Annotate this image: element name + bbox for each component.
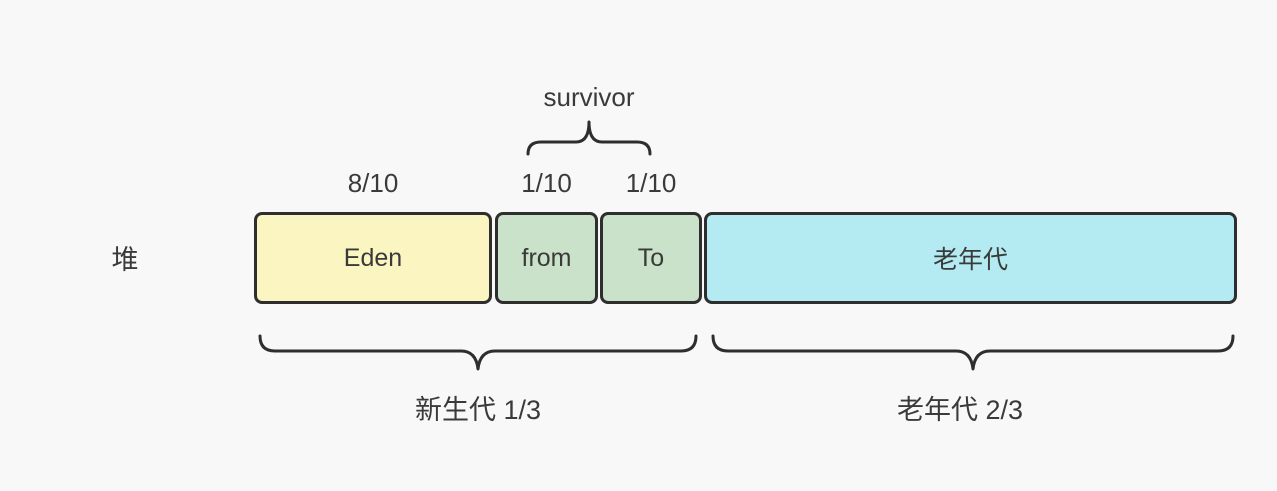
to-survivor-box: To (600, 212, 702, 304)
eden-fraction-label: 8/10 (347, 168, 399, 198)
to-fraction-label: 1/10 (625, 168, 677, 198)
heap-label: 堆 (111, 245, 139, 275)
survivor-brace (526, 120, 652, 156)
from-survivor-box: from (495, 212, 598, 304)
young-generation-label: 新生代 1/3 (414, 395, 542, 425)
survivor-label: survivor (543, 82, 635, 112)
old-generation-box: 老年代 (704, 212, 1237, 304)
old-generation-label: 老年代 2/3 (896, 395, 1024, 425)
from-fraction-label: 1/10 (521, 168, 572, 198)
from-survivor-box-label: from (521, 243, 572, 272)
eden-box-label: Eden (343, 243, 403, 272)
eden-box: Eden (254, 212, 492, 304)
old-generation-brace (711, 334, 1235, 371)
young-generation-brace (258, 334, 698, 371)
to-survivor-box-label: To (637, 243, 665, 272)
old-generation-box-label: 老年代 (932, 246, 1008, 274)
